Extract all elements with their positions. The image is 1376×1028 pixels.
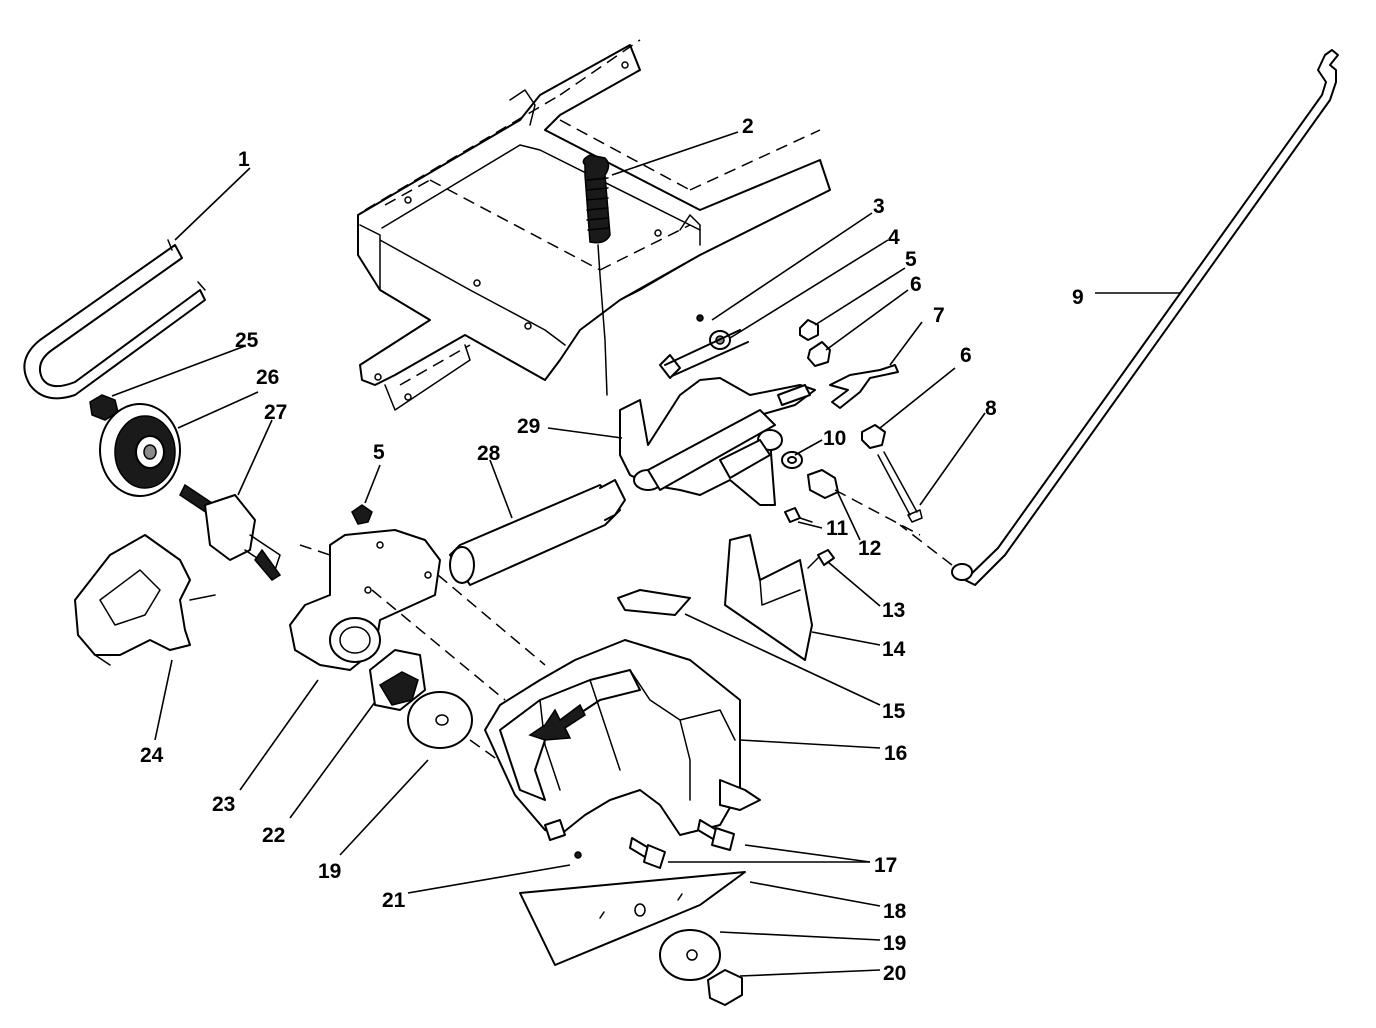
plate bbox=[617, 534, 813, 661]
callout-24: 24 bbox=[140, 744, 164, 767]
blade-plate bbox=[519, 871, 746, 1006]
callout-12: 12 bbox=[858, 537, 881, 560]
callout-3: 3 bbox=[873, 195, 885, 218]
callout-13: 13 bbox=[882, 599, 905, 622]
callout-28: 28 bbox=[477, 442, 501, 465]
drive-shaft bbox=[449, 479, 626, 586]
bearing-and-washer bbox=[369, 649, 541, 791]
callout-7: 7 bbox=[933, 304, 945, 327]
control-rod bbox=[899, 49, 1339, 586]
callout-19a: 19 bbox=[318, 860, 341, 883]
leader-lines bbox=[111, 131, 1180, 977]
housing bbox=[289, 504, 546, 701]
pulley-group bbox=[89, 394, 282, 581]
callout-1: 1 bbox=[238, 148, 250, 171]
extension-spring bbox=[582, 154, 611, 396]
callout-5a: 5 bbox=[905, 248, 917, 271]
callout-18: 18 bbox=[883, 900, 907, 923]
callout-10: 10 bbox=[823, 427, 846, 450]
callout-21: 21 bbox=[382, 889, 406, 912]
callout-6b: 6 bbox=[960, 344, 972, 367]
callout-25: 25 bbox=[235, 329, 259, 352]
discharge-chute bbox=[484, 639, 761, 841]
belt-guard bbox=[74, 534, 216, 666]
callout-labels: 1 2 3 4 5 5 6 6 7 8 9 10 11 12 13 14 15 … bbox=[140, 115, 1084, 985]
small-hardware-right bbox=[696, 314, 923, 523]
callout-29: 29 bbox=[517, 415, 540, 438]
callout-8: 8 bbox=[985, 397, 997, 420]
callout-17: 17 bbox=[874, 854, 897, 877]
callout-16: 16 bbox=[884, 742, 907, 765]
callout-5b: 5 bbox=[373, 441, 385, 464]
callout-23: 23 bbox=[212, 793, 235, 816]
callout-20: 20 bbox=[883, 962, 906, 985]
callout-26: 26 bbox=[256, 366, 279, 389]
callout-22: 22 bbox=[262, 824, 285, 847]
callout-9: 9 bbox=[1072, 286, 1084, 309]
callout-11: 11 bbox=[826, 517, 849, 540]
callout-2: 2 bbox=[742, 115, 754, 138]
callout-19b: 19 bbox=[883, 932, 906, 955]
callout-4: 4 bbox=[888, 226, 900, 249]
idler-bracket bbox=[619, 329, 921, 569]
belt bbox=[23, 239, 206, 400]
bolts bbox=[574, 819, 735, 869]
callout-15: 15 bbox=[882, 700, 906, 723]
callout-6a: 6 bbox=[910, 273, 922, 296]
callout-27: 27 bbox=[264, 401, 287, 424]
callout-14: 14 bbox=[882, 638, 906, 661]
